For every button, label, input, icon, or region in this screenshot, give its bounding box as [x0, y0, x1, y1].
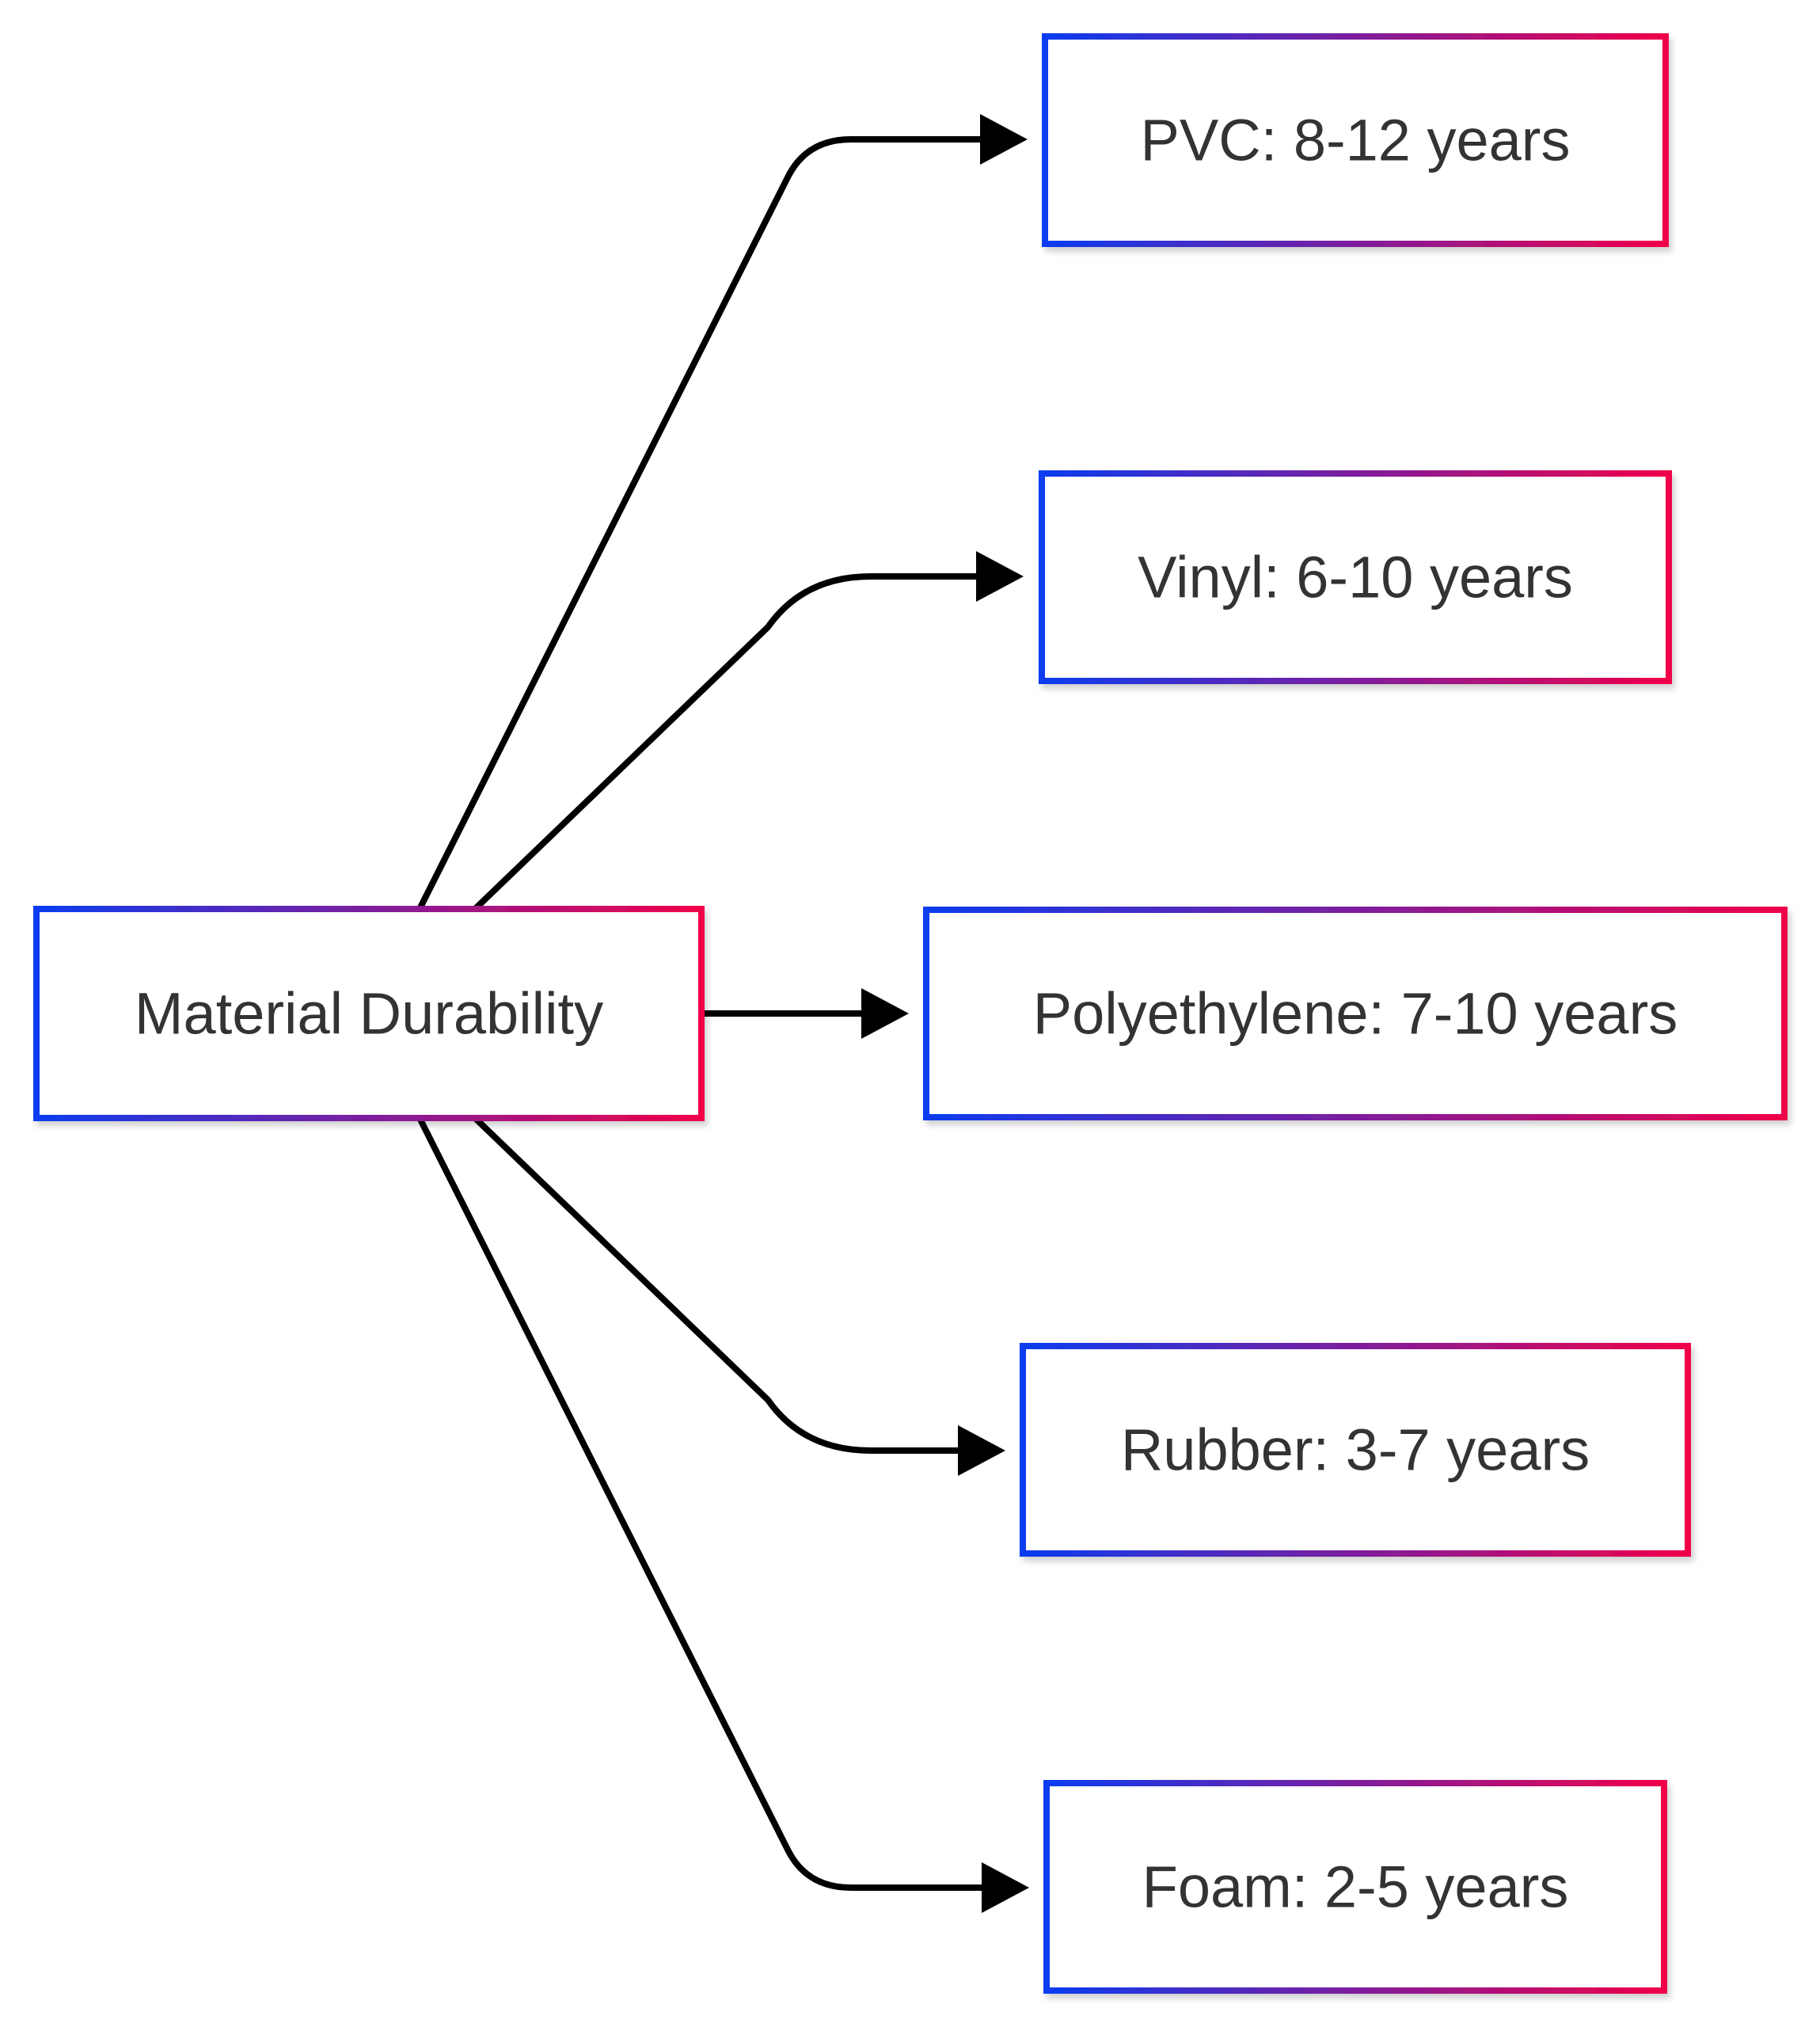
node-label: Material Durability — [135, 981, 603, 1047]
edge-to-rubber — [472, 1115, 963, 1454]
node-box — [1043, 1780, 1667, 1994]
edges — [416, 114, 1029, 1913]
node-label: Rubber: 3-7 years — [1121, 1417, 1590, 1483]
node-box — [1039, 470, 1672, 684]
node-label: Polyethylene: 7-10 years — [1033, 981, 1678, 1047]
node-label: Foam: 2-5 years — [1142, 1854, 1569, 1920]
arrowhead-vinyl — [976, 551, 1024, 602]
node-foam: Foam: 2-5 years — [1043, 1780, 1667, 1994]
arrowhead-rubber — [958, 1425, 1005, 1476]
node-box — [1020, 1343, 1691, 1557]
node-polyethylene: Polyethylene: 7-10 years — [923, 907, 1788, 1120]
node-material-durability: Material Durability — [33, 906, 705, 1121]
node-box — [923, 907, 1788, 1120]
edge-to-pvc — [416, 136, 985, 912]
arrowhead-polyethylene — [861, 988, 909, 1039]
node-rubber: Rubber: 3-7 years — [1020, 1343, 1691, 1557]
node-label: Vinyl: 6-10 years — [1138, 545, 1573, 610]
edge-to-vinyl — [472, 573, 981, 912]
node-box — [33, 906, 705, 1121]
node-box — [1042, 33, 1669, 247]
edge-to-foam — [416, 1115, 986, 1891]
node-pvc: PVC: 8-12 years — [1042, 33, 1669, 247]
node-label: PVC: 8-12 years — [1141, 108, 1571, 173]
arrowhead-pvc — [980, 114, 1028, 165]
arrowhead-foam — [982, 1862, 1029, 1913]
node-vinyl: Vinyl: 6-10 years — [1039, 470, 1672, 684]
